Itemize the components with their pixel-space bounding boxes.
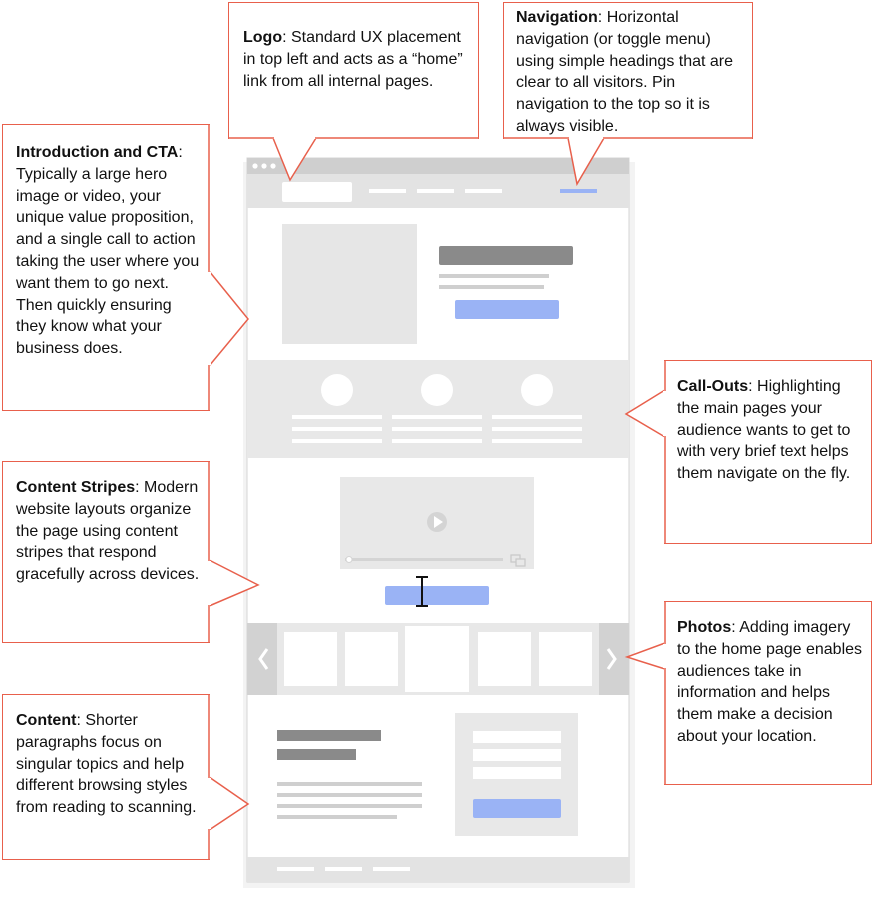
chevron-right-icon [606,648,617,670]
text-cursor-icon [416,576,428,607]
callout-circle-icon [321,374,353,406]
callout-column [292,374,382,443]
navigation-callout-text: : Horizontal navigation (or toggle menu)… [516,9,734,135]
carousel-photo-active [405,626,469,692]
callout-column [392,374,482,443]
carousel-prev [247,623,277,695]
hero-text-line [439,285,544,289]
play-triangle-icon [434,516,443,528]
hero-cta-button [455,300,559,319]
callouts-callout-heading: Call-Outs [677,378,749,395]
callouts-callout-text: : Highlighting the main pages your audie… [677,378,851,483]
photos-callout-heading: Photos [677,619,732,636]
stripe-cta-button [385,586,489,605]
callout-text-line [492,415,582,419]
navigation-callout-heading: Navigation [516,9,598,26]
content-text-line [277,804,422,808]
video-progress-bar [345,558,503,561]
window-dot-icon [270,163,276,169]
logo-pointer [272,137,317,182]
chevron-left-icon [258,648,269,670]
callout-text-line [392,415,482,419]
intro-pointer [208,270,249,367]
callout-text-line [392,427,482,431]
content-text-line [277,815,397,819]
navigation-pointer [567,137,605,187]
navigation-callout: Navigation: Horizontal navigation (or to… [503,2,753,139]
content-text-line [277,793,422,797]
callout-text-line [292,427,382,431]
content-subheading [277,749,356,760]
intro-callout-text: : Typically a large hero image or video,… [16,144,200,358]
callout-text-line [392,439,482,443]
callouts-callout: Call-Outs: Highlighting the main pages y… [664,360,872,544]
content-callout-heading: Content [16,712,77,729]
nav-link-active [560,189,597,193]
footer-link [325,867,362,871]
window-dot-icon [252,163,258,169]
footer-link [373,867,410,871]
nav-link [417,189,454,193]
form-submit-button [473,799,561,818]
form-field [473,749,561,761]
footer-link [277,867,314,871]
logo-callout: Logo: Standard UX placement in top left … [228,2,479,139]
hero-heading [439,246,573,265]
logo-callout-text: : Standard UX placement in top left and … [243,29,463,90]
content-heading [277,730,381,741]
form-field [473,731,561,743]
callout-text-line [492,427,582,431]
stripes-callout-heading: Content Stripes [16,479,136,496]
photos-callout-text: : Adding imagery to the home page enable… [677,619,863,745]
content-text-line [277,782,422,786]
content-callout-text: : Shorter paragraphs focus on singular t… [16,712,197,817]
stripes-callout-text: : Modern website layouts organize the pa… [16,479,200,584]
callout-text-line [292,415,382,419]
callout-text-line [492,439,582,443]
window-dot-icon [261,163,267,169]
callout-column [492,374,582,443]
hero-text-line [439,274,549,278]
carousel-photo [539,632,592,686]
logo-callout-heading: Logo [243,29,283,46]
callout-text-line [292,439,382,443]
photos-callout: Photos: Adding imagery to the home page … [664,601,872,785]
photos-pointer [624,642,666,670]
form-field [473,767,561,779]
callout-circle-icon [421,374,453,406]
browser-title-bar [247,158,629,174]
progress-handle-icon [345,556,353,563]
nav-link [465,189,502,193]
nav-link [369,189,406,193]
fullscreen-icon [515,558,526,567]
content-pointer [208,776,250,831]
content-callout: Content: Shorter paragraphs focus on sin… [2,694,210,860]
stripes-pointer [208,559,260,607]
callouts-pointer [624,389,666,438]
carousel-photo [284,632,337,686]
carousel-photo [478,632,531,686]
stripes-callout: Content Stripes: Modern website layouts … [2,461,210,643]
intro-callout-heading: Introduction and CTA [16,144,179,161]
intro-callout: Introduction and CTA: Typically a large … [2,124,210,411]
hero-image [282,224,417,344]
logo-placeholder [282,182,352,202]
carousel-photo [345,632,398,686]
callout-circle-icon [521,374,553,406]
